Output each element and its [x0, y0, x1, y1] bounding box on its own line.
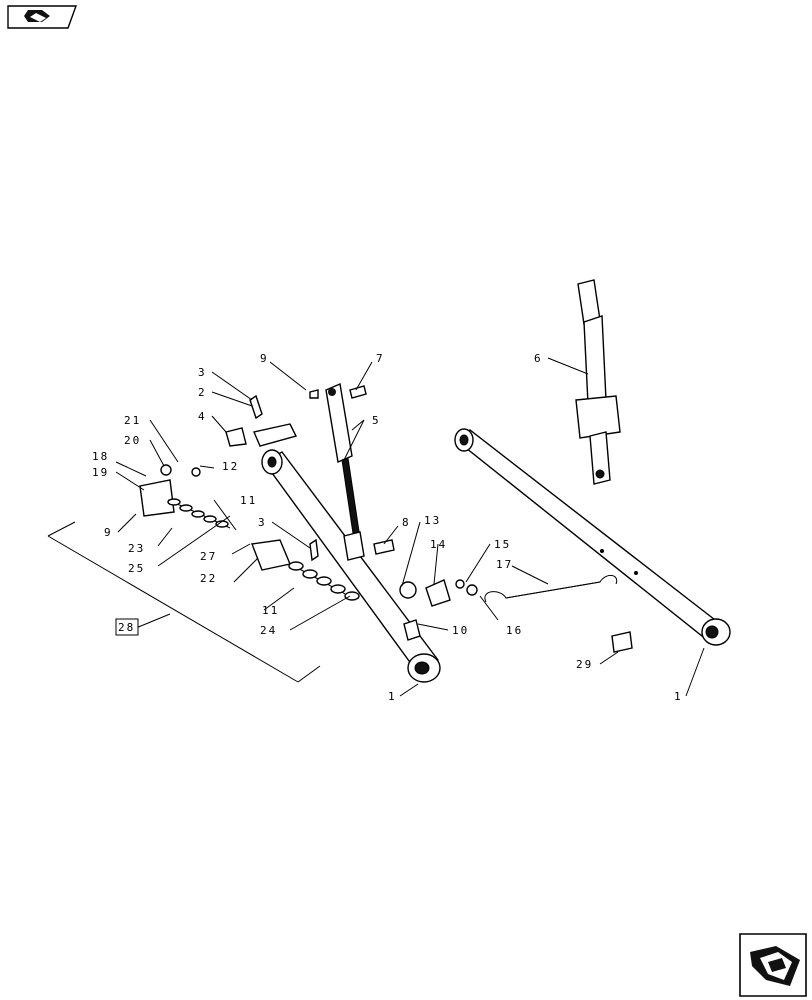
- callout-17: 17: [496, 558, 513, 571]
- callout-9: 9: [104, 526, 113, 539]
- callout-14: 14: [430, 538, 447, 551]
- chain-lower: [288, 561, 360, 601]
- top-link: [575, 279, 621, 485]
- callout-1: 1: [674, 690, 683, 703]
- callout-1: 1: [388, 690, 397, 703]
- callout-23: 23: [128, 542, 145, 555]
- callout-27: 27: [200, 550, 217, 563]
- callout-5: 5: [372, 414, 381, 427]
- callout-16: 16: [506, 624, 523, 637]
- callout-8: 8: [402, 516, 411, 529]
- callout-9: 9: [260, 352, 269, 365]
- lift-rod-assembly: [325, 383, 365, 561]
- callout-labels: 1 1 2 3 3 4 5 6 7 8 9 9 10 11 11 12 13 1…: [92, 352, 683, 703]
- page-next-icon[interactable]: [739, 933, 807, 997]
- lower-link-arm-left: [261, 449, 441, 683]
- callout-12: 12: [222, 460, 239, 473]
- callout-11: 11: [262, 604, 279, 617]
- callout-20: 20: [124, 434, 141, 447]
- callout-6: 6: [534, 352, 543, 365]
- callout-11: 11: [240, 494, 257, 507]
- chain-upper: [167, 498, 231, 529]
- callout-4: 4: [198, 410, 207, 423]
- parts-small: [139, 385, 633, 653]
- group-28-bracket: [47, 521, 321, 683]
- callout-25: 25: [128, 562, 145, 575]
- leader-lines: [115, 357, 705, 697]
- callout-15: 15: [494, 538, 511, 551]
- callout-22: 22: [200, 572, 217, 585]
- callout-21: 21: [124, 414, 141, 427]
- callout-29: 29: [576, 658, 593, 671]
- callout-18: 18: [92, 450, 109, 463]
- callout-10: 10: [452, 624, 469, 637]
- callout-19: 19: [92, 466, 109, 479]
- callout-24: 24: [260, 624, 277, 637]
- callout-3: 3: [198, 366, 207, 379]
- page-prev-icon[interactable]: [7, 5, 77, 29]
- callout-13: 13: [424, 514, 441, 527]
- callout-2: 2: [198, 386, 207, 399]
- lower-link-arm-right: [454, 428, 731, 646]
- stabiliser-chain: [484, 575, 618, 603]
- callout-28: 28: [118, 621, 135, 634]
- callout-7: 7: [376, 352, 385, 365]
- callout-3: 3: [258, 516, 267, 529]
